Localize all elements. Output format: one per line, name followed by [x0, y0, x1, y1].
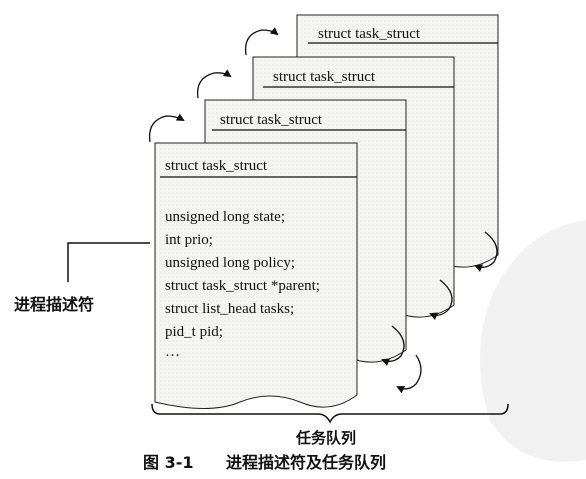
task-struct-card-4: struct task_struct unsigned long state; … — [154, 142, 358, 409]
field-parent: struct task_struct *parent; — [165, 278, 320, 294]
field-tasks: struct list_head tasks; — [165, 301, 294, 317]
field-state: unsigned long state; — [165, 209, 285, 225]
link-arrows-bottom — [381, 231, 498, 394]
link-arrow-top-3 — [148, 113, 185, 143]
link-arrow-top-1 — [244, 27, 279, 56]
link-arrow-bottom-2 — [429, 279, 453, 320]
field-pid: pid_t pid; — [165, 324, 223, 340]
field-ellipsis: … — [165, 344, 180, 360]
link-arrow-top-2 — [196, 69, 232, 99]
link-arrows-top — [148, 27, 279, 143]
card-3-title: struct task_struct — [220, 112, 323, 128]
figure-caption: 进程描述符及任务队列 — [226, 453, 386, 472]
link-arrow-bottom-4 — [396, 354, 422, 394]
task-queue-label: 任务队列 — [295, 429, 356, 447]
field-prio: int prio; — [165, 232, 213, 248]
figure-number: 图 3-1 — [143, 453, 193, 472]
card-4-title: struct task_struct — [165, 158, 268, 174]
card-1-title: struct task_struct — [318, 26, 421, 42]
descriptor-label: 进程描述符 — [14, 295, 94, 314]
link-arrow-bottom-1 — [474, 231, 498, 272]
task-queue-brace — [151, 403, 509, 424]
field-policy: unsigned long policy; — [165, 255, 295, 271]
descriptor-pointer — [67, 242, 150, 282]
watermark-logo — [480, 220, 586, 462]
link-arrow-bottom-3 — [381, 325, 405, 366]
card-2-title: struct task_struct — [273, 69, 376, 85]
